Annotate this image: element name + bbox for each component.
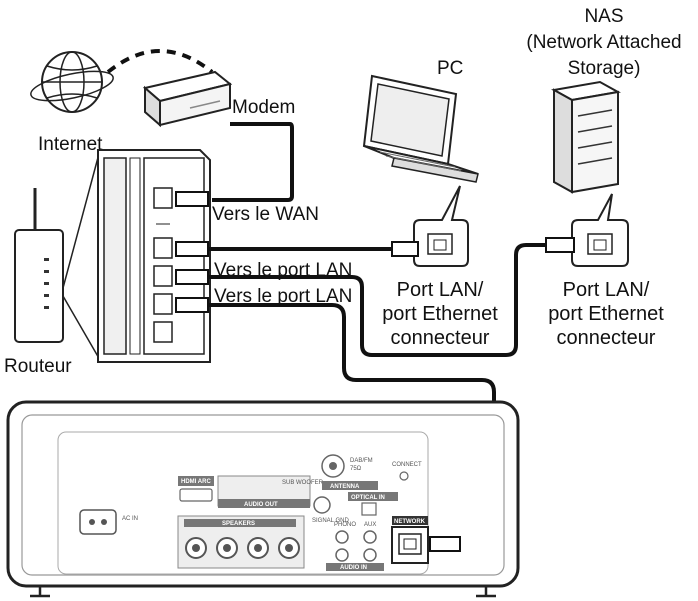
router-lan-port: [153, 265, 173, 287]
modem-icon: [142, 70, 233, 128]
subwoofer-label: SUB WOOFER: [282, 480, 324, 486]
router-wan-port: [153, 187, 173, 209]
optical-in-label: OPTICAL IN: [351, 495, 385, 501]
router-port-panel: [97, 149, 211, 363]
wan-label: Vers le WAN: [212, 204, 319, 225]
antenna-label: ANTENNA: [330, 484, 360, 490]
nas-port-label-1: Port LAN/: [563, 279, 650, 301]
ac-inlet: [79, 509, 117, 535]
router-icon: [14, 188, 64, 343]
device-rear-panel: AC IN HDMI ARC AUDIO OUT SUB WOOFER DAB/…: [6, 400, 520, 598]
network-label: NETWORK: [394, 519, 426, 525]
signal-gnd-label: SIGNAL GND: [312, 518, 349, 524]
connect-label: CONNECT: [392, 462, 422, 468]
connect-button: [399, 471, 409, 481]
aux-label: AUX: [364, 522, 376, 528]
nas-icon: [551, 80, 621, 194]
speakers-label: SPEAKERS: [222, 521, 255, 527]
pc-port-label-2: port Ethernet: [382, 303, 498, 325]
pc-port-label-3: connecteur: [391, 327, 490, 349]
nas-cable: [208, 243, 546, 357]
router-lan-port: [153, 321, 173, 343]
hdmi-arc-label: HDMI ARC: [181, 479, 211, 485]
router-label: Routeur: [4, 356, 72, 377]
ohm-label: 75Ω: [350, 466, 362, 472]
router-lan-port: [153, 237, 173, 259]
nas-port-label-2: port Ethernet: [548, 303, 664, 325]
optical-port: [361, 502, 377, 516]
router-lan-port: [153, 293, 173, 315]
dab-fm-label: DAB/FM: [350, 458, 373, 464]
lan-label-2: Vers le port LAN: [214, 286, 352, 307]
globe-icon: [30, 51, 114, 113]
modem-label: Modem: [232, 97, 295, 118]
pc-label: PC: [437, 58, 463, 79]
gnd-terminal: [313, 496, 331, 514]
nas-label-3: Storage): [568, 58, 641, 79]
nas-port-label-3: connecteur: [557, 327, 656, 349]
hdmi-label-bg: [178, 476, 214, 486]
audio-in-label: AUDIO IN: [340, 565, 367, 571]
wan-cable: [212, 122, 294, 202]
nas-label-1: NAS: [584, 6, 623, 27]
ac-in-label: AC IN: [122, 516, 138, 522]
nas-label-2: (Network Attached: [526, 32, 681, 53]
internet-label: Internet: [38, 134, 103, 155]
audio-out-label: AUDIO OUT: [244, 502, 278, 508]
laptop-icon: [362, 74, 479, 183]
hdmi-port: [179, 488, 213, 502]
pc-port-label-1: Port LAN/: [397, 279, 484, 301]
internet-link: [106, 49, 214, 74]
phono-label: PHONO: [334, 522, 356, 528]
nas-port-callout: [571, 193, 629, 267]
